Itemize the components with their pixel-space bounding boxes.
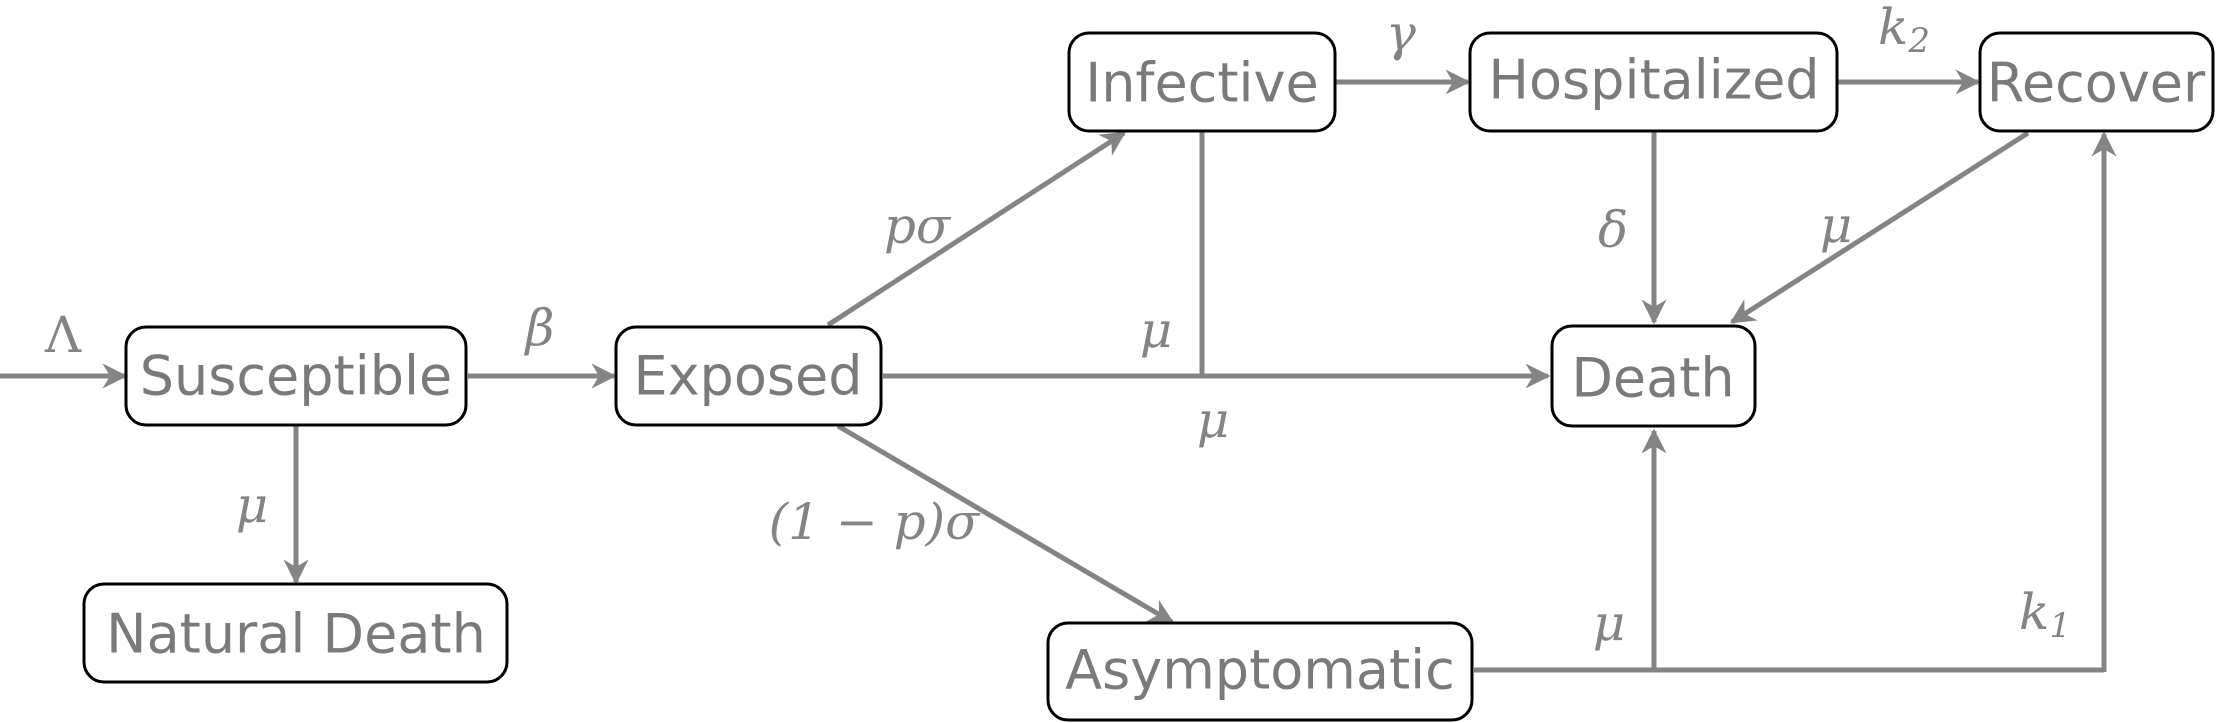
node-recover: Recover: [1978, 31, 2215, 133]
node-label: Death: [1571, 347, 1734, 410]
label-mu-natural: μ: [236, 476, 269, 534]
node-death: Death: [1550, 324, 1757, 428]
label-beta: β: [524, 299, 555, 357]
node-label: Susceptible: [140, 345, 453, 408]
label-one-minus-p-sigma: (1 − p)σ: [769, 493, 982, 551]
node-label: Hospitalized: [1488, 49, 1819, 112]
node-label: Recover: [1987, 52, 2206, 115]
rate-labels: Λ β μ pσ (1 − p)σ μ μ γ k2 δ μ μ k1: [44, 0, 2071, 652]
edge-exposed-asymptomatic: [836, 423, 1175, 625]
node-box: [1978, 31, 2215, 133]
label-mu-exposed: μ: [1197, 391, 1230, 449]
node-hospitalized: Hospitalized: [1468, 31, 1839, 133]
label-k1-subscript: 1: [2049, 606, 2071, 646]
node-box: [1468, 31, 1839, 133]
node-infective: Infective: [1067, 31, 1337, 133]
label-delta: δ: [1598, 201, 1628, 259]
label-p-sigma: pσ: [884, 197, 952, 255]
node-box: [1067, 31, 1337, 133]
label-k1: k1: [2019, 583, 2071, 646]
label-mu-infective: μ: [1140, 301, 1173, 359]
node-label: Asymptomatic: [1065, 639, 1455, 702]
node-susceptible: Susceptible: [124, 325, 468, 427]
label-mu-asymptomatic: μ: [1593, 594, 1626, 652]
node-box: [614, 325, 883, 427]
node-label: Natural Death: [106, 603, 486, 666]
edge-recover-death: [1729, 130, 2030, 325]
node-exposed: Exposed: [614, 325, 883, 427]
node-box: [1046, 621, 1474, 722]
node-label: Infective: [1085, 52, 1318, 115]
label-k2: k2: [1878, 0, 1930, 61]
node-box: [1550, 324, 1757, 428]
label-mu-recover: μ: [1820, 196, 1853, 254]
label-gamma: γ: [1386, 4, 1416, 62]
label-k1-base: k: [2019, 583, 2049, 641]
label-k2-base: k: [1878, 0, 1908, 56]
node-natural-death: Natural Death: [82, 582, 509, 684]
edges: [0, 69, 2117, 673]
node-box: [124, 325, 468, 427]
label-k2-subscript: 2: [1907, 21, 1930, 61]
node-asymptomatic: Asymptomatic: [1046, 621, 1474, 722]
label-lambda: Λ: [44, 306, 82, 364]
edge-exposed-infective: [826, 130, 1127, 328]
node-box: [82, 582, 509, 684]
node-label: Exposed: [633, 345, 862, 408]
